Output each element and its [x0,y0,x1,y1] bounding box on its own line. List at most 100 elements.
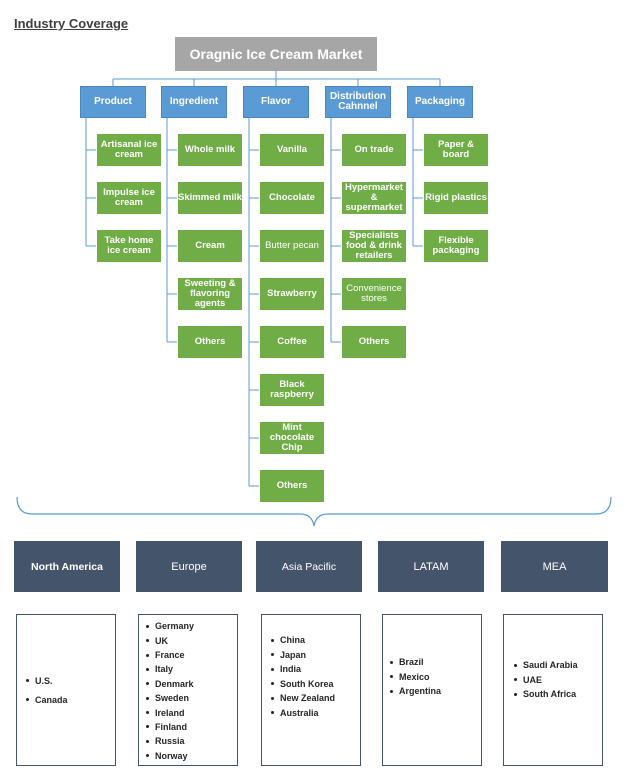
country-name: India [280,664,302,675]
country-name: France [155,650,185,661]
country-item: Canada [26,690,115,709]
bullet-icon [146,667,149,671]
country-item: UK [146,633,237,647]
country-name: Canada [35,694,68,705]
curly-brace [16,496,612,527]
country-item: Australia [271,706,360,721]
country-item: Germany [146,619,237,633]
bullet-icon [26,679,29,682]
country-item: Saudi Arabia [514,658,602,673]
bullet-icon [271,667,274,671]
item-butter-pecan: Butter pecan [259,229,325,263]
country-item: Italy [146,662,237,676]
region-north-america: North America [14,541,120,592]
region-latam: LATAM [378,541,484,592]
country-name: Norway [155,750,188,761]
item-cream: Cream [177,229,243,263]
country-name: UAE [523,674,543,685]
bullet-icon [514,678,517,682]
category-ingredient: Ingredient [161,86,227,118]
country-item: U.S. [26,671,115,690]
item-black-raspberry: Black raspberry [259,373,325,407]
country-item: Japan [271,648,360,663]
category-flavor: Flavor [243,86,309,118]
country-name: Finland [155,721,187,732]
item-flexible-packaging: Flexible packaging [423,229,489,263]
bullet-icon [146,725,149,729]
item-convenience-stores: Convenience stores [341,277,407,311]
region-asia-pacific: Asia Pacific [256,541,362,592]
item-others: Others [177,325,243,359]
country-name: Japan [280,649,307,660]
bullet-icon [390,689,393,693]
country-name: New Zealand [280,693,336,704]
bullet-icon [146,754,149,758]
country-list-box: U.S. Canada [16,614,116,766]
country-name: Germany [155,621,195,632]
bullet-icon [146,682,149,686]
country-name: South Africa [523,689,577,700]
bullet-icon [146,653,149,657]
country-name: Sweden [155,693,190,704]
country-item: Sweden [146,691,237,705]
country-item: South Africa [514,687,602,702]
bullet-icon [271,682,274,686]
bullet-icon [390,675,393,679]
bullet-icon [271,638,274,642]
item-rigid-plastics: Rigid plastics [423,181,489,215]
item-hypermarket-supermarket: Hypermarket & supermarket [341,181,407,215]
country-item: Denmark [146,677,237,691]
bullet-icon [146,711,149,715]
country-name: Italy [155,664,174,675]
bullet-icon [271,711,274,715]
item-specialists-food-drink-retailers: Specialists food & drink retailers [341,229,407,263]
country-list: U.S. Canada [17,671,115,709]
bullet-icon [514,663,517,667]
page-title: Industry Coverage [14,16,129,31]
country-item: Norway [146,749,237,763]
item-others: Others [341,325,407,359]
country-item: France [146,648,237,662]
item-artisanal-ice-cream: Artisanal ice cream [96,133,162,167]
country-item: China [271,633,360,648]
item-take-home-ice-cream: Take home ice cream [96,229,162,263]
country-name: Russia [155,736,185,747]
country-item: Mexico [390,670,481,685]
item-whole-milk: Whole milk [177,133,243,167]
bullet-icon [146,639,149,643]
country-item: India [271,662,360,677]
bullet-icon [514,692,517,696]
region-mea: MEA [501,541,608,592]
country-item: Brazil [390,655,481,670]
bullet-icon [146,739,149,743]
country-name: Brazil [399,657,424,668]
region-europe: Europe [136,541,242,592]
country-name: Denmark [155,678,194,689]
bullet-icon [146,696,149,700]
country-name: China [280,635,306,646]
country-name: Australia [280,707,319,718]
country-name: Saudi Arabia [523,660,578,671]
item-others: Others [259,469,325,503]
item-chocolate: Chocolate [259,181,325,215]
item-on-trade: On trade [341,133,407,167]
item-skimmed-milk: Skimmed milk [177,181,243,215]
country-name: U.S. [35,675,53,686]
country-item: Argentina [390,684,481,699]
country-name: Ireland [155,707,185,718]
item-strawberry: Strawberry [259,277,325,311]
item-vanilla: Vanilla [259,133,325,167]
country-name: South Korea [280,678,334,689]
country-item: Russia [146,734,237,748]
country-item: UAE [514,673,602,688]
category-distribution-cahnnel: Distribution Cahnnel [325,86,391,118]
country-item: Finland [146,720,237,734]
